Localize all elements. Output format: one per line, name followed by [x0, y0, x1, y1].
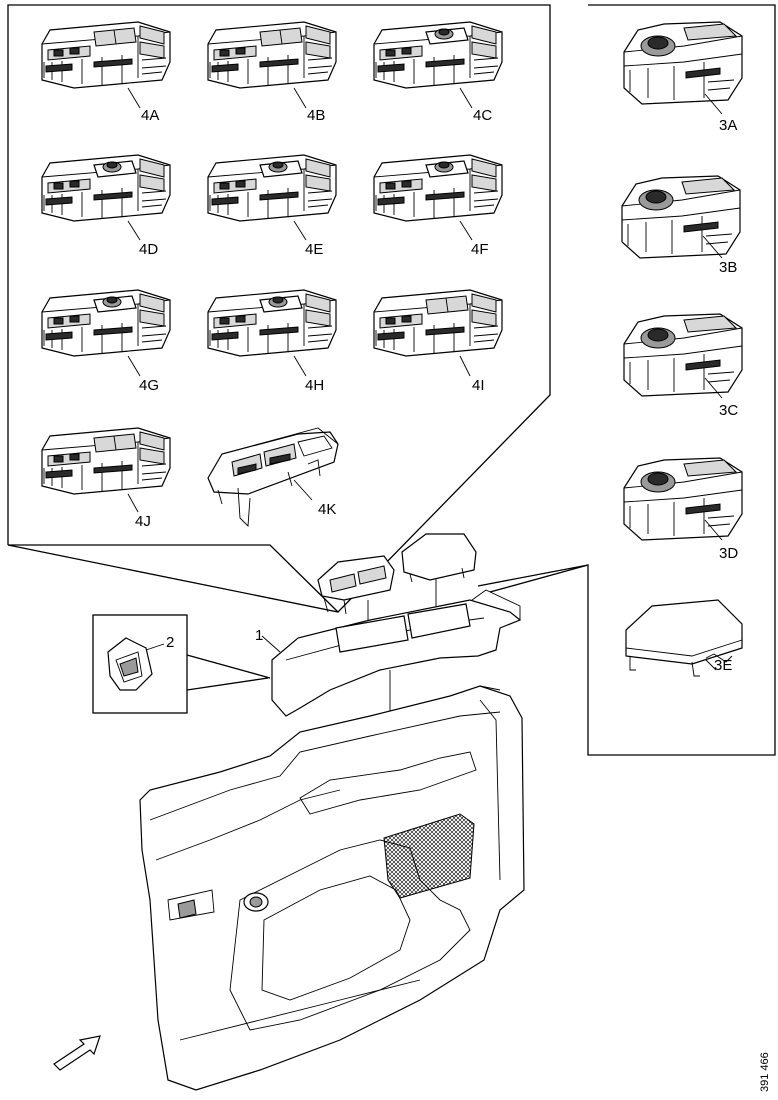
mirror-control-3b: 3B: [621, 175, 741, 276]
window-switch-4b: 4B: [207, 21, 337, 124]
window-switch-mirror-knob-icon: [207, 154, 337, 222]
label-4j: 4J: [135, 513, 151, 530]
door-trim-panel: [139, 685, 525, 1091]
blank-cover-icon: [625, 599, 743, 677]
window-switch-4i: 4I: [373, 289, 503, 394]
mirror-control-knob-icon: [623, 313, 743, 397]
label-3c: 3C: [719, 402, 738, 419]
window-switch-mirror-knob-icon: [207, 289, 337, 357]
clip-callout-box: [92, 614, 188, 714]
mirror-callout-leader: [489, 564, 589, 593]
window-switch-4-button-icon: [207, 21, 337, 89]
window-switch-4-button-icon: [373, 289, 503, 357]
label-3e: 3E: [714, 657, 732, 674]
window-switch-4h: 4H: [207, 289, 337, 394]
mirror-control-knob-icon: [621, 175, 741, 259]
label-2: 2: [166, 634, 174, 651]
mirror-control-3a: 3A: [623, 21, 743, 134]
armrest-part-1: 1: [255, 589, 522, 717]
label-4g: 4G: [139, 377, 159, 394]
label-4e: 4E: [305, 241, 323, 258]
label-3d: 3D: [719, 545, 738, 562]
label-4f: 4F: [471, 241, 489, 258]
mirror-control-3d: 3D: [623, 457, 743, 562]
window-switch-mirror-knob-icon: [41, 154, 171, 222]
window-switch-4f: 4F: [373, 154, 503, 258]
window-switch-mirror-knob-icon: [373, 21, 503, 89]
label-3b: 3B: [719, 259, 737, 276]
mirror-control-3e: 3E: [625, 599, 743, 677]
switch-callout-leader: [8, 544, 339, 613]
switch-above-armrest: [317, 555, 395, 615]
window-switch-4c: 4C: [373, 21, 503, 124]
window-switch-4-button-icon: [41, 21, 171, 89]
label-4d: 4D: [139, 241, 158, 258]
mirror-callout-frame: [477, 4, 776, 756]
window-switch-4g: 4G: [41, 289, 171, 394]
label-4k: 4K: [318, 501, 336, 518]
label-3a: 3A: [719, 117, 737, 134]
label-4a: 4A: [141, 107, 159, 124]
switch-callout-frame: [7, 4, 551, 613]
window-switch-2-button-icon: [207, 427, 339, 528]
window-switch-2-button-icon: [41, 427, 171, 495]
clip-callout-leader: [186, 654, 271, 691]
window-switch-4j: 4J: [41, 427, 171, 530]
window-switch-4e: 4E: [207, 154, 337, 258]
window-switch-4d: 4D: [41, 154, 171, 258]
label-4h: 4H: [305, 377, 324, 394]
speaker-grille: [383, 813, 475, 899]
cover-above-armrest: [401, 533, 477, 583]
window-switch-mirror-knob-icon: [41, 289, 171, 357]
view-direction-arrow-icon: [53, 1035, 101, 1071]
window-switch-4k: 4K: [207, 427, 339, 528]
mirror-control-knob-icon: [623, 21, 743, 105]
window-switch-mirror-knob-icon: [373, 154, 503, 222]
label-4b: 4B: [307, 107, 325, 124]
label-4c: 4C: [473, 107, 492, 124]
mirror-control-knob-icon: [623, 457, 743, 541]
mirror-control-3c: 3C: [623, 313, 743, 419]
label-1: 1: [255, 627, 263, 644]
clip-part-2: 2: [107, 634, 174, 691]
label-4i: 4I: [472, 377, 485, 394]
window-switch-4a: 4A: [41, 21, 171, 124]
reference-number: 391 466: [759, 1052, 771, 1092]
